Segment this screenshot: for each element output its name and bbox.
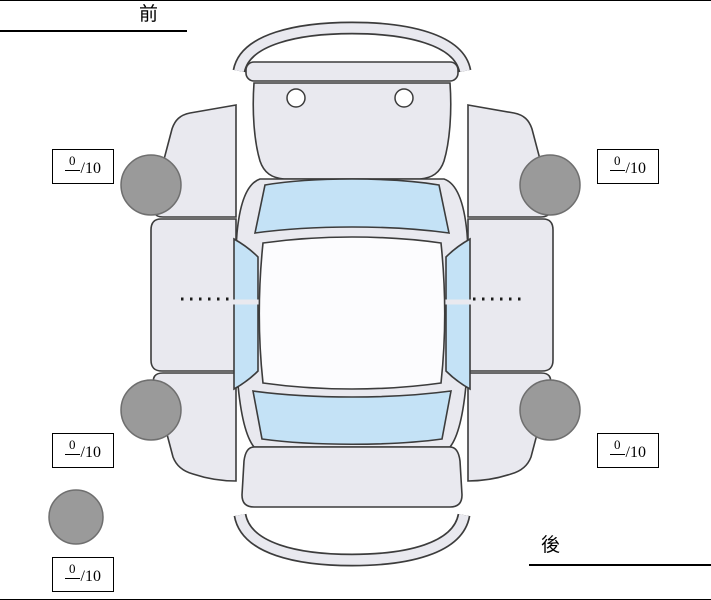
trunk: [241, 446, 463, 508]
front-bumper-fill: [234, 23, 470, 73]
roof-panel: [258, 236, 446, 390]
score-value: 0: [610, 437, 625, 455]
score-value: 0: [65, 561, 80, 579]
hood-right-circle: [394, 88, 414, 108]
score-box-front-right: 0 /10: [597, 149, 659, 184]
score-value: 0: [65, 153, 80, 171]
score-max: /10: [80, 159, 101, 177]
rear-left-tire: [120, 379, 182, 441]
left-door-panel: [150, 218, 237, 372]
score-box-front-left: 0 /10: [52, 149, 114, 184]
windshield: [253, 178, 451, 234]
score-box-spare: 0 /10: [52, 557, 114, 592]
score-value: 0: [65, 437, 80, 455]
hood-left-circle: [286, 88, 306, 108]
left-side-window: [233, 237, 259, 391]
rear-label: 後: [541, 534, 561, 556]
rear-underline: [529, 564, 711, 566]
score-box-rear-left: 0 /10: [52, 433, 114, 468]
front-grille-panel: [245, 61, 459, 82]
front-right-tire: [519, 154, 581, 216]
spare-tire: [48, 489, 104, 545]
rear-right-tire: [519, 379, 581, 441]
front-left-tire: [120, 154, 182, 216]
score-max: /10: [80, 443, 101, 461]
rear-bumper-fill: [235, 513, 469, 565]
front-underline: [0, 30, 187, 32]
score-box-rear-right: 0 /10: [597, 433, 659, 468]
hood: [252, 82, 452, 180]
rear-window: [252, 390, 452, 446]
score-max: /10: [625, 159, 646, 177]
front-label: 前: [139, 3, 159, 25]
right-door-panel: [467, 218, 554, 372]
score-max: /10: [80, 567, 101, 585]
score-max: /10: [625, 443, 646, 461]
right-side-window: [445, 237, 471, 391]
score-value: 0: [610, 153, 625, 171]
